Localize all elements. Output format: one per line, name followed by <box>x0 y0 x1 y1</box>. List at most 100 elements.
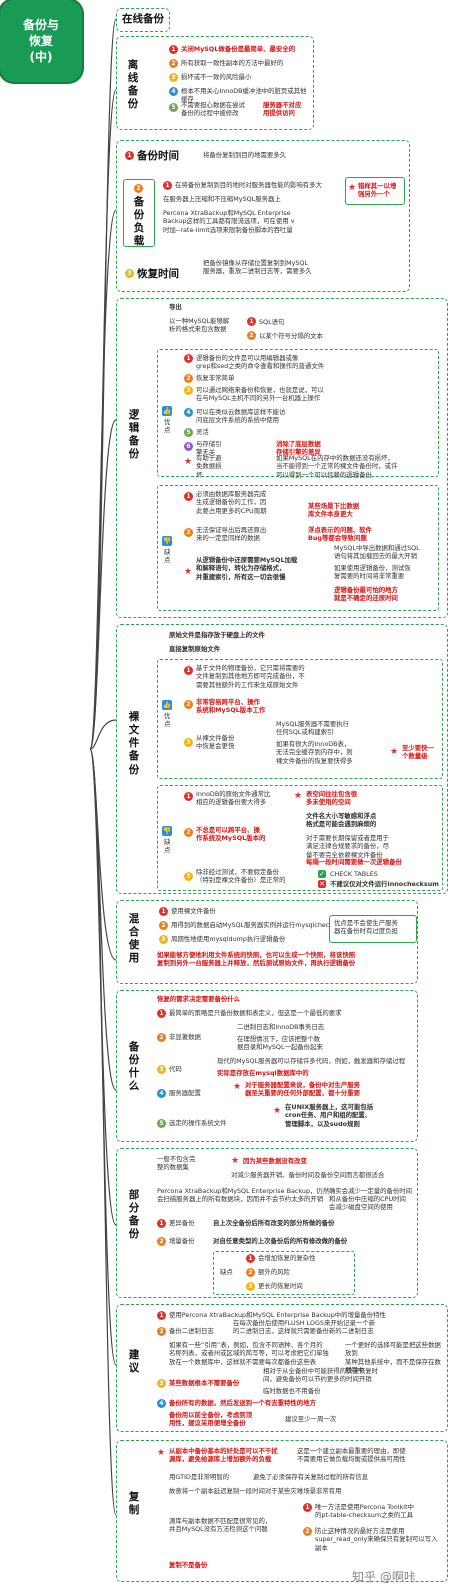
number-4-icon: 4 <box>169 87 178 96</box>
list-item: 源库与副本数据不匹配是很常见的， 并且MySQL没有方法检测这个问题 <box>169 1517 272 1534</box>
section-offline-backup[interactable]: 离 线 备 份 1 关闭MySQL做备份是最简单、最安全的 2 所有获取一致性副… <box>116 36 314 130</box>
note: 服务器不对应 用提供访问 <box>263 101 302 118</box>
note: 如果有很大的InnoDB表， 无法完全缓存到内存中，则 裸文件备份的恢复要快得多 <box>276 740 353 765</box>
section-advice[interactable]: 建 议 1 使用Percona XtraBackup和MySQL Enterpr… <box>116 1304 448 1432</box>
check-icon: ✓ <box>318 870 326 878</box>
number-2-icon: 2 <box>134 184 143 193</box>
list-item: 备份用以前全备份，考虑到顶 用性，建议采用便增全备份 <box>169 1411 253 1428</box>
list-item: 从副本中备份基本的好处是可以不干扰 源库，避免给源库上增加额外的负载 <box>169 1447 278 1464</box>
thumbs-down-icon: 👎 <box>162 536 172 546</box>
note: 对于需要长期保留或者是用于 满足法律合规要求的备份，尽 量不要完全依赖裸文件备份 <box>306 834 390 859</box>
note: 表空间往往包含很 多未使用的空间 <box>306 790 358 807</box>
note: 确实会减少一定量的备份时间 和从备份中压缩的CPU时间 <box>329 1187 413 1204</box>
backup-time-title: 备份时间 <box>137 150 179 162</box>
number-3-icon: 3 <box>184 386 193 395</box>
list-item: 代码 <box>169 1065 182 1073</box>
list-item: 所有获取一致性副本的方法中最好的 <box>181 59 284 67</box>
section-raw-file-backup[interactable]: 裸 文 件 备 份 原始文件是指存放于硬盘上的文件 直接复制原始文件 👍 优 点… <box>116 624 448 894</box>
list-item: 关闭MySQL做备份是最简单、最安全的 <box>181 45 296 53</box>
list-item: 不总是可以跨平台、操 作系统及MySQL版本的 <box>196 826 266 843</box>
number-1-icon: 1 <box>157 1009 166 1018</box>
cons-label: 缺 点 <box>164 548 171 565</box>
number-1-icon: 1 <box>303 1503 312 1512</box>
note: 自上次全备份后所有改变的部分所做的备份 <box>213 1219 335 1227</box>
section-mixed-use[interactable]: 混 合 使 用 1 使用裸文件备份 2 用得到的数据启动MySQL服务器实例并运… <box>116 900 418 984</box>
note: 至少要快一 个数量级 <box>402 744 434 761</box>
note: 逻辑备份最可怕的地方 就是不确定的还原时间 <box>334 586 398 603</box>
section-what-to-backup[interactable]: 备 份 什 么 恢复的需求决定需要备份什么 1 最简单的策略是只备份数据和表定义… <box>116 990 418 1142</box>
number-5-icon: 5 <box>169 103 178 112</box>
star-icon: ★ <box>390 747 399 757</box>
note: MySQL服务器不需要执行 任何SQL或构建索引 <box>276 720 350 737</box>
list-item: 选定的操作系统文件 <box>169 1119 227 1127</box>
watermark: 知乎 @啊咔 <box>352 1570 416 1584</box>
note: 不建议仅对文件运行innochecksum <box>330 880 439 888</box>
restore-time-title: 恢复时间 <box>137 268 179 280</box>
list-item: 根本不用关心InnoDB缓冲池中的脏页或其他缓存 <box>181 87 307 104</box>
section-online-backup[interactable]: 在线备份 <box>116 8 170 32</box>
star-icon: ★ <box>184 457 193 467</box>
number-1-icon: 1 <box>157 1219 166 1228</box>
note-box: ★ 错样其一以增 强另外一个 <box>345 177 405 205</box>
note: 实际是存放在mysql数据库中的 <box>217 1069 309 1077</box>
note-box: 优点是不会使生产服务 器在备份时有过度负担 <box>329 915 417 943</box>
list-item: 备份所有的数据，然后发送到一个有去重特性的地方 <box>169 1399 316 1407</box>
pros-label: 优 点 <box>164 712 171 729</box>
raw-head: 直接复制原始文件 <box>169 645 221 653</box>
list-item: 如果能够方便地利用文件系统的快照，也可以生成一个快照，将该快照 复制到另外一台服… <box>157 951 356 968</box>
list-item: 可以在类似云数据库这样不能访 问底层文件系统的系统中使用 <box>196 408 286 425</box>
note: 在UNIX服务器上，这可能包括 cron任务、用户和组的配置、 管理脚本，以及s… <box>285 1103 374 1128</box>
note: 优点是不会使生产服务 器在备份时有过度负担 <box>334 919 398 936</box>
star-icon: ★ <box>348 183 357 193</box>
section-backup-metrics[interactable]: 1 备份时间 将备份复制到目的地需要多久 2 备 份 负 载 1 在将备份复制到… <box>116 140 410 292</box>
note: 一个更好的选择可能是把这些数据放到 某种其他系统中，而不是保存在数据库中 <box>345 1341 441 1374</box>
list-item: Percona XtraBackup和MySQL Enterprise Back… <box>163 209 295 234</box>
list-item: 与存储引 擎无关 <box>196 440 222 457</box>
note: 会减少磁盘空间的使用 <box>329 1203 393 1211</box>
section-replication[interactable]: 复 制 ★ 从副本中备份基本的好处是可以不干扰 源库，避免给源库上增加额外的负载… <box>116 1440 448 1582</box>
export-option: SQL语句 <box>259 318 285 326</box>
number-1-icon: 1 <box>157 1311 166 1320</box>
list-item: 在服务器上压缩和不压缩MySQL服务器上 <box>163 195 281 203</box>
note: 浮点表示的问题、软件 Bug等都会导致问题 <box>308 526 372 543</box>
number-2-icon: 2 <box>159 921 168 930</box>
number-5-icon: 5 <box>184 428 193 437</box>
list-item: InnoDB的原始文件通常比 相应的逻辑备份要大得多 <box>196 790 271 807</box>
note: 对于服务器配置来说，备份中对生产服务 器至关重要的任何外部配置，都十分重要 <box>245 1081 361 1098</box>
note: 错样其一以增 强另外一个 <box>358 182 397 199</box>
number-2-icon: 2 <box>184 828 193 837</box>
section-logical-backup[interactable]: 逻 辑 备 份 导出 以一种MySQL能够解 析的格式来包含数据 1 SQL语句… <box>116 298 448 618</box>
thumbs-up-icon: 👍 <box>162 700 172 710</box>
number-2-icon: 2 <box>184 700 193 709</box>
drawbacks-group: 缺点 1 会增加恢复的复杂性 2 额外的风险 3 更长的恢复时间 <box>213 1251 355 1295</box>
list-item: 如果有一些“引用”表，例如，包含不同语种、各个月的 名称列表，或者州或区域的简写… <box>169 1341 329 1366</box>
section-title: 混 合 使 用 <box>128 913 140 965</box>
list-item: 增量备份 <box>169 1237 195 1245</box>
number-2-icon: 2 <box>169 59 178 68</box>
number-1-icon: 1 <box>125 151 134 160</box>
export-title: 导出 <box>169 303 182 311</box>
cons-group: 👎 缺 点 1 InnoDB的原始文件通常比 相应的逻辑备份要大得多 ★ 表空间… <box>157 785 443 891</box>
number-4-icon: 4 <box>157 1399 166 1408</box>
section-title: 建 议 <box>128 1349 140 1375</box>
section-partial-backup[interactable]: 部 分 备 份 一般不包含完 整的数据集 ★ 因为某些数据没有改变 对减少服务器… <box>116 1148 418 1298</box>
cons-label: 缺 点 <box>164 838 171 855</box>
export-option: 以某个符号分隔的文本 <box>259 332 323 340</box>
thumbs-up-icon: 👍 <box>162 406 172 416</box>
root-node[interactable]: 备份与 恢复 (中) <box>0 0 82 82</box>
list-item: 基于文件的物理备份，它只需将需要的 文件复制到其他地方即可完成备份，不 需要其他… <box>196 664 305 689</box>
drawbacks-label: 缺点 <box>220 1268 233 1276</box>
backup-time-desc: 将备份复制到目的地需要多久 <box>203 151 287 159</box>
list-item: 差异备份 <box>169 1219 195 1227</box>
number-3-icon: 3 <box>184 738 193 747</box>
number-3-icon: 3 <box>157 1065 166 1074</box>
list-item: 在将备份复制到目的地时对服务器性能的影响有多大 <box>175 181 322 189</box>
section-title: 裸 文 件 备 份 <box>128 711 140 776</box>
section-title: 部 分 备 份 <box>128 1189 140 1241</box>
note: 相对于从全备份中可能获得的快速恢复时 间，避免备份可以节约更多的时间开销 <box>263 1367 379 1384</box>
number-1-icon: 1 <box>159 907 168 916</box>
backup-load-title: 备 份 负 载 <box>133 196 145 248</box>
list-item: 使用裸文件备份 <box>171 907 216 915</box>
list-item: 损坏或不一致的风险最小 <box>181 73 252 81</box>
